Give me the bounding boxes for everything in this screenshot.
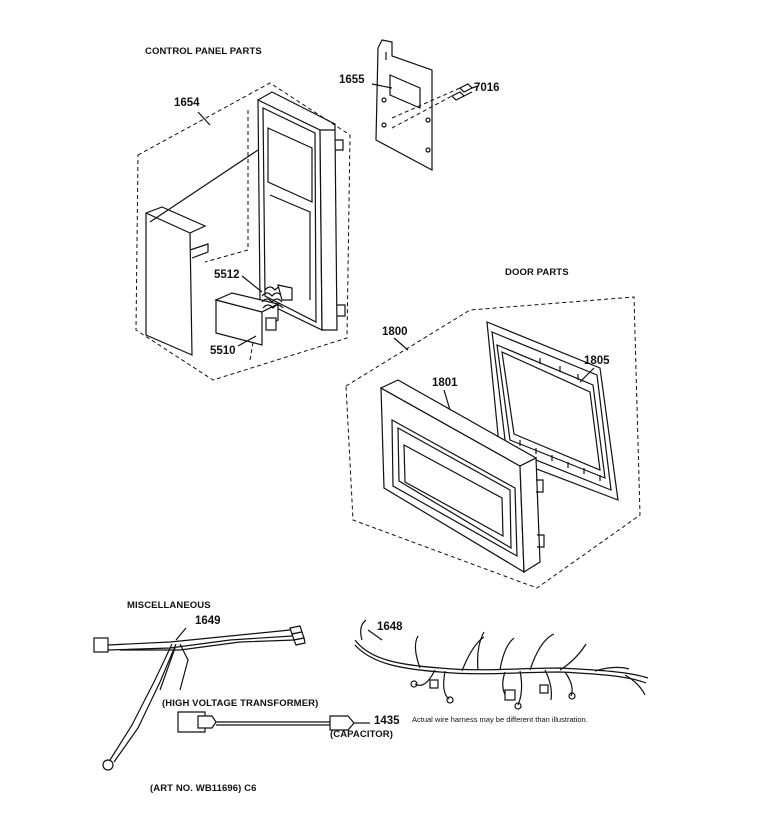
caption-capacitor: (CAPACITOR) — [330, 729, 394, 740]
door-assembly — [345, 296, 641, 589]
part-label-1654: 1654 — [174, 97, 200, 109]
part-label-5510: 5510 — [210, 345, 236, 357]
section-title-misc: MISCELLANEOUS — [127, 600, 211, 611]
capacitor-1435 — [177, 711, 370, 733]
bracket-1655 — [371, 39, 479, 172]
part-label-1649: 1649 — [195, 615, 221, 627]
section-title-door: DOOR PARTS — [505, 267, 569, 278]
harness-1649 — [93, 625, 306, 771]
harness-note: Actual wire harness may be different tha… — [412, 715, 588, 724]
section-title-control-panel: CONTROL PANEL PARTS — [145, 46, 262, 57]
part-label-1805: 1805 — [584, 355, 610, 367]
control-panel-assembly — [135, 82, 351, 381]
part-label-1648: 1648 — [377, 621, 403, 633]
art-number: (ART NO. WB11696) C6 — [150, 783, 257, 794]
part-label-1800: 1800 — [382, 326, 408, 338]
part-label-1801: 1801 — [432, 377, 458, 389]
part-label-1435: 1435 — [374, 715, 400, 727]
part-label-7016: 7016 — [474, 82, 500, 94]
part-label-5512: 5512 — [214, 269, 240, 281]
caption-hv-transformer: (HIGH VOLTAGE TRANSFORMER) — [162, 698, 319, 709]
harness-1648 — [354, 619, 649, 710]
part-label-1655: 1655 — [339, 74, 365, 86]
